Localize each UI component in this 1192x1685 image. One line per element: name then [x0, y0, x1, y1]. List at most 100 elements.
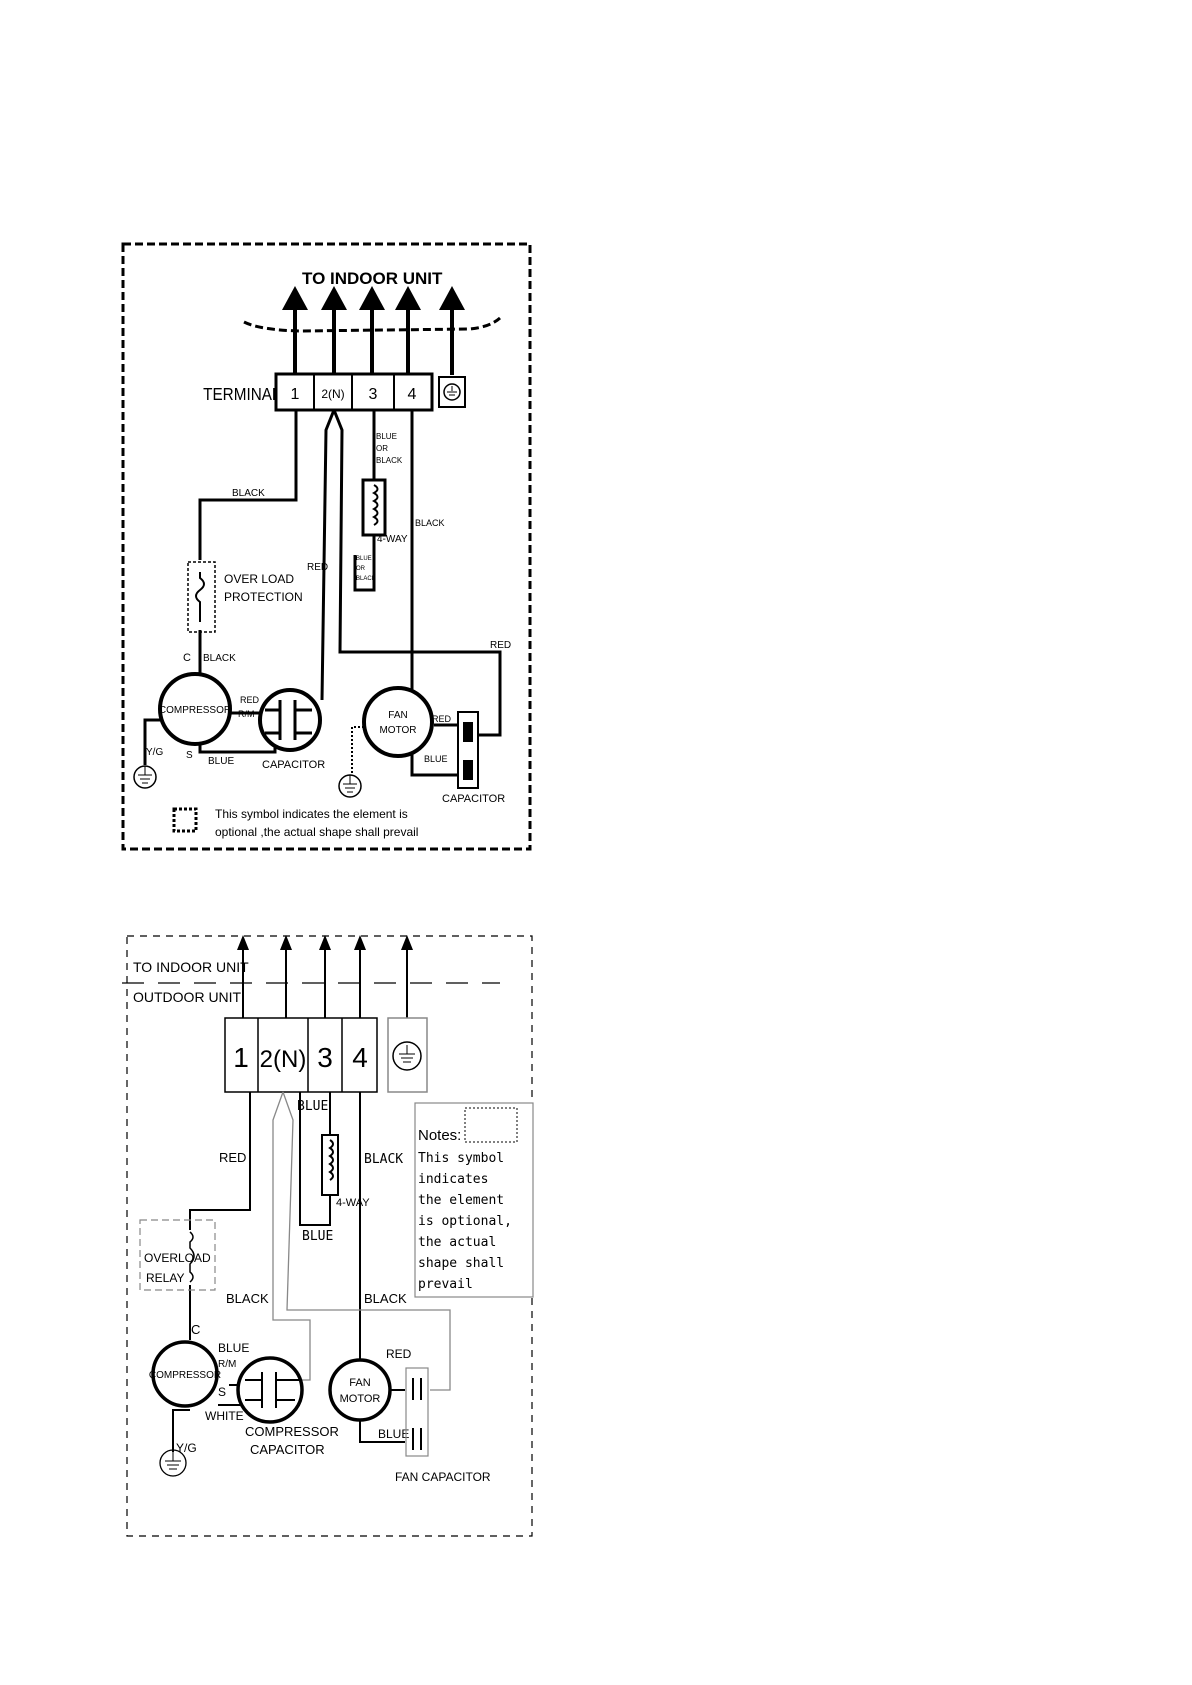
d2-terminal-4: 4 — [352, 1042, 368, 1073]
d1-4way-coil-icon — [371, 484, 379, 526]
d2-comp-capacitor-line2: CAPACITOR — [250, 1442, 325, 1457]
d1-note-line2: optional ,the actual shape shall prevail — [215, 825, 418, 839]
d1-fan-ground-wire — [351, 726, 364, 775]
d2-grey-wires — [272, 1091, 451, 1391]
d1-label-red-fan: RED — [490, 640, 511, 651]
d1-label-red-comp: RED — [240, 695, 260, 705]
d1-label-black2: BLACK — [203, 653, 236, 664]
diagram-1-arrows — [282, 286, 465, 375]
d2-ground-terminal-icon — [392, 1041, 422, 1071]
d2-overload-line2: RELAY — [146, 1271, 184, 1285]
d2-c-label: C — [191, 1322, 200, 1337]
d2-s-label: S — [218, 1385, 226, 1399]
d1-fan-ground-icon — [338, 774, 362, 798]
d1-compressor — [158, 672, 232, 746]
d1-compressor-capacitor — [258, 688, 322, 752]
d2-label-black-4: BLACK — [364, 1152, 403, 1167]
d1-label-blue-bottom-1: BLUE — [356, 556, 372, 562]
d1-label-blue-top-1: BLUE — [376, 432, 397, 441]
d2-compressor — [151, 1340, 219, 1408]
d1-label-black4: BLACK — [415, 518, 445, 528]
d1-label-blue-top-2: OR — [376, 444, 388, 453]
diagram-1-frame — [121, 242, 532, 851]
d2-to-indoor: TO INDOOR UNIT — [133, 959, 249, 975]
d2-compressor-capacitor — [236, 1356, 304, 1424]
d2-fan-capacitor-label: FAN CAPACITOR — [395, 1470, 491, 1484]
d1-fan-motor-line2: MOTOR — [379, 725, 416, 736]
d2-note-3: the element — [418, 1193, 504, 1208]
d2-label-red: RED — [219, 1150, 246, 1165]
d2-compressor-label: COMPRESSOR — [149, 1370, 221, 1381]
d2-terminal-2: 2(N) — [260, 1046, 307, 1073]
d2-capacitor-plates-icon — [245, 1372, 300, 1408]
d2-label-4way: 4-WAY — [336, 1197, 370, 1209]
d1-compressor-label: COMPRESSOR — [159, 705, 231, 716]
d1-s-label: S — [186, 750, 193, 761]
d2-terminal-block — [224, 1017, 378, 1093]
d1-label-blue-fan: BLUE — [424, 754, 448, 764]
d2-label-blue-top: BLUE — [297, 1099, 328, 1114]
d1-note-line1: This symbol indicates the element is — [215, 807, 408, 821]
d1-fan-capacitor-label: CAPACITOR — [442, 793, 505, 805]
d1-optional-symbol-icon — [172, 807, 198, 833]
d2-wires — [172, 1092, 405, 1452]
d2-fan-motor-line2: MOTOR — [340, 1393, 381, 1405]
d1-label-yg: Y/G — [146, 747, 163, 758]
diagram-1-title: TO INDOOR UNIT — [302, 269, 443, 288]
d1-label-blue-comp: BLUE — [208, 756, 234, 767]
d1-capacitor-label: CAPACITOR — [262, 759, 325, 771]
d2-note-7: prevail — [418, 1277, 473, 1292]
d2-notes-box — [414, 1102, 534, 1298]
d2-optional-symbol-icon — [464, 1107, 518, 1143]
d2-r-label: R/M — [218, 1359, 236, 1370]
d2-notes-title: Notes: — [418, 1127, 461, 1144]
d2-arrows — [237, 935, 413, 1018]
d2-note-2: indicates — [418, 1172, 488, 1187]
d1-fan-capacitor-plate-2 — [463, 760, 473, 780]
d1-label-red-fan-motor: RED — [432, 714, 452, 724]
d2-fan-motor — [328, 1358, 392, 1422]
d2-label-blue-comp: BLUE — [218, 1341, 249, 1355]
d2-fan-capacitor — [405, 1367, 429, 1457]
d2-label-yg: Y/G — [176, 1441, 197, 1455]
diagram-1-terminal-block — [274, 372, 434, 412]
diagram-1-terminal-label: TERMINAL — [203, 384, 280, 404]
d2-overload-line1: OVERLOAD — [144, 1251, 211, 1265]
d2-note-6: shape shall — [418, 1256, 504, 1271]
d2-fan-capacitor-plates-icon — [412, 1378, 422, 1450]
d2-note-4: is optional, — [418, 1214, 512, 1229]
d2-4way-coil-icon — [328, 1139, 334, 1181]
d1-c-label: C — [183, 652, 191, 664]
d2-label-blue-fan: BLUE — [378, 1427, 409, 1441]
diagram-1: TO INDOOR UNIT TERMINAL 1 2(N) 3 4 — [121, 242, 532, 851]
diagram-1-boundary-line — [243, 316, 502, 333]
d2-terminal-3: 3 — [317, 1042, 333, 1073]
d1-label-red: RED — [307, 562, 328, 573]
d2-label-black-left: BLACK — [226, 1291, 269, 1306]
d1-r-label: R/M — [238, 709, 255, 719]
d2-fan-motor-line1: FAN — [349, 1377, 370, 1389]
d2-note-1: This symbol — [418, 1151, 504, 1166]
d1-label-blue-top-3: BLACK — [376, 456, 403, 465]
d2-label-blue-4way: BLUE — [302, 1229, 333, 1244]
d1-label-black1: BLACK — [232, 488, 265, 499]
d1-label-4way: 4-WAY — [377, 534, 408, 545]
d2-overload-box — [139, 1219, 216, 1291]
d2-4way-box — [321, 1134, 339, 1196]
d1-fan-motor — [362, 686, 434, 758]
d1-overload-line1: OVER LOAD — [224, 572, 294, 586]
d1-capacitor-plates-icon — [265, 700, 312, 740]
d2-terminal-1: 1 — [233, 1042, 249, 1073]
d1-ground-terminal-icon — [443, 383, 461, 401]
d1-fan-capacitor-plate-1 — [463, 722, 473, 742]
d1-terminal-1: 1 — [291, 386, 300, 403]
diagram-1-wires — [143, 409, 502, 777]
d1-label-blue-bottom-2: OR — [356, 566, 366, 572]
diagram-2: TO INDOOR UNIT OUTDOOR UNIT 1 2(N) 3 4 — [122, 935, 534, 1537]
d2-overload-icon — [189, 1231, 195, 1283]
d1-label-blue-bottom-3: BLACK — [356, 576, 376, 582]
d1-terminal-3: 3 — [369, 386, 378, 403]
d2-label-red-fan: RED — [386, 1347, 412, 1361]
d1-overload-icon — [195, 572, 205, 622]
